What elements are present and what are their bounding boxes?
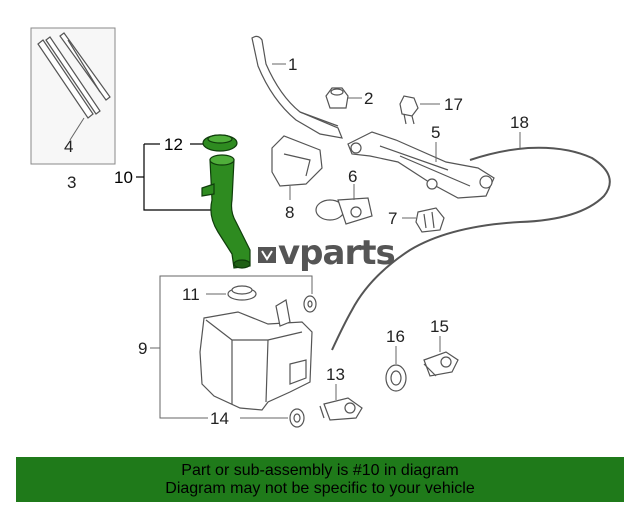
callout-8: 8 — [285, 203, 294, 222]
callout-14: 14 — [210, 409, 229, 428]
washer-pump — [319, 397, 363, 421]
callout-6: 6 — [348, 167, 357, 186]
motor-cover — [271, 135, 323, 187]
callout-3: 3 — [67, 173, 76, 192]
watermark-logo: vparts — [258, 233, 396, 273]
callout-11: 11 — [182, 285, 200, 304]
callout-9: 9 — [138, 339, 147, 358]
callout-15: 15 — [430, 317, 449, 336]
callout-17: 17 — [444, 95, 463, 114]
wiper-blade — [37, 32, 111, 119]
wiper-arm — [251, 35, 343, 139]
callout-18: 18 — [510, 113, 529, 132]
banner-line-2: Diagram may not be specific to your vehi… — [165, 479, 475, 497]
filler-neck[interactable] — [201, 154, 251, 269]
callout-1: 1 — [288, 55, 297, 74]
clip-part — [399, 95, 419, 125]
grommet — [303, 295, 317, 313]
callout-16: 16 — [386, 327, 405, 346]
reservoir-cap — [227, 285, 257, 301]
pivot-cap — [325, 87, 349, 109]
level-sensor — [423, 351, 459, 377]
wiper-linkage — [347, 131, 495, 199]
callout-2: 2 — [364, 89, 373, 108]
bracket-9 — [150, 275, 313, 419]
seal-ring — [385, 364, 407, 392]
callout-12: 12 — [164, 135, 183, 154]
callout-7: 7 — [388, 209, 397, 228]
callout-leader-4 — [69, 117, 85, 141]
filler-cap — [202, 134, 238, 152]
callout-10: 10 — [114, 168, 133, 187]
info-banner: Part or sub-assembly is #10 in diagram D… — [16, 457, 624, 502]
wiper-motor — [315, 197, 373, 225]
banner-line-1: Part or sub-assembly is #10 in diagram — [181, 461, 459, 479]
grommet-14 — [289, 408, 305, 428]
wiper-blade-group: 4 3 — [30, 27, 116, 192]
callout-4: 4 — [64, 137, 73, 156]
watermark-text: vparts — [278, 233, 395, 273]
callout-13: 13 — [326, 365, 345, 384]
callout-5: 5 — [431, 123, 440, 142]
washer-reservoir — [199, 299, 313, 411]
washer-hose — [331, 146, 611, 351]
connector-part — [415, 207, 445, 233]
